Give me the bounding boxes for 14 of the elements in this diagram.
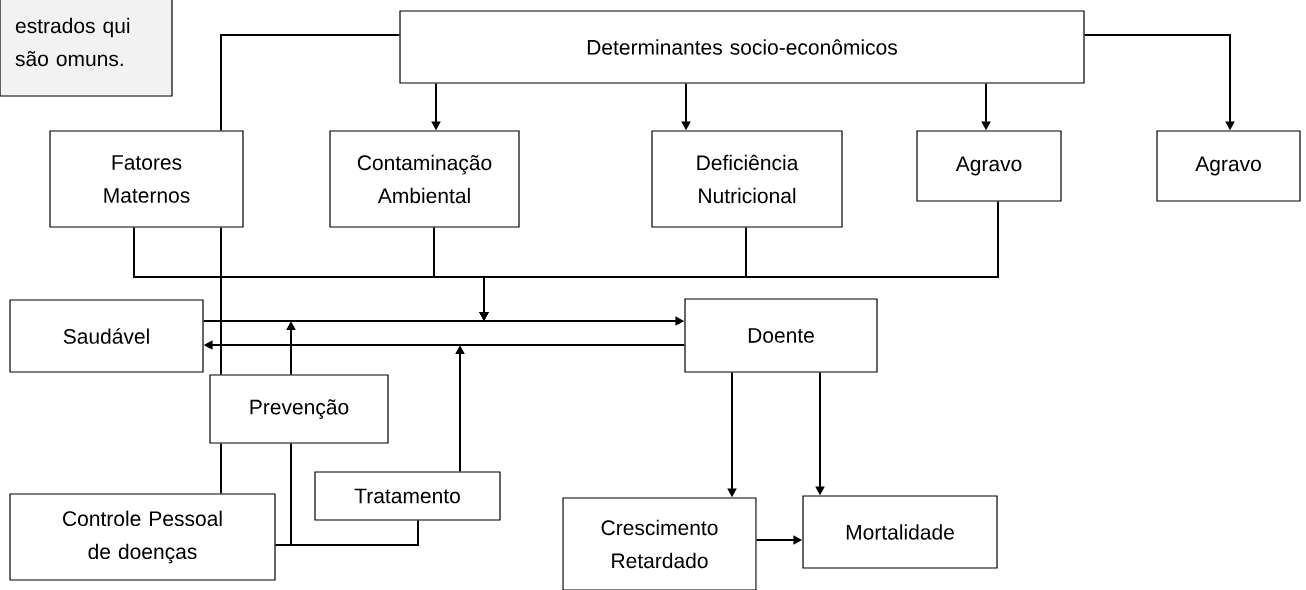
process-box: Saudável — [9, 299, 204, 373]
process-box: Tratamento — [314, 471, 501, 521]
note-box: estrados qui são omuns. — [0, 0, 173, 97]
process-box: Crescimento Retardado — [562, 497, 757, 590]
process-box: Determinantes socio-econômicos — [399, 10, 1085, 84]
process-box: Doente — [684, 298, 878, 373]
process-box: Agravo — [1156, 130, 1301, 202]
process-box: Contaminação Ambiental — [329, 130, 520, 228]
process-box: Mortalidade — [802, 495, 998, 569]
process-box: Controle Pessoal de doenças — [9, 493, 276, 581]
process-box: Agravo — [916, 130, 1062, 202]
process-box: Prevenção — [209, 374, 389, 444]
process-box: Fatores Maternos — [49, 130, 244, 228]
process-box: Deficiência Nutricional — [651, 130, 843, 228]
